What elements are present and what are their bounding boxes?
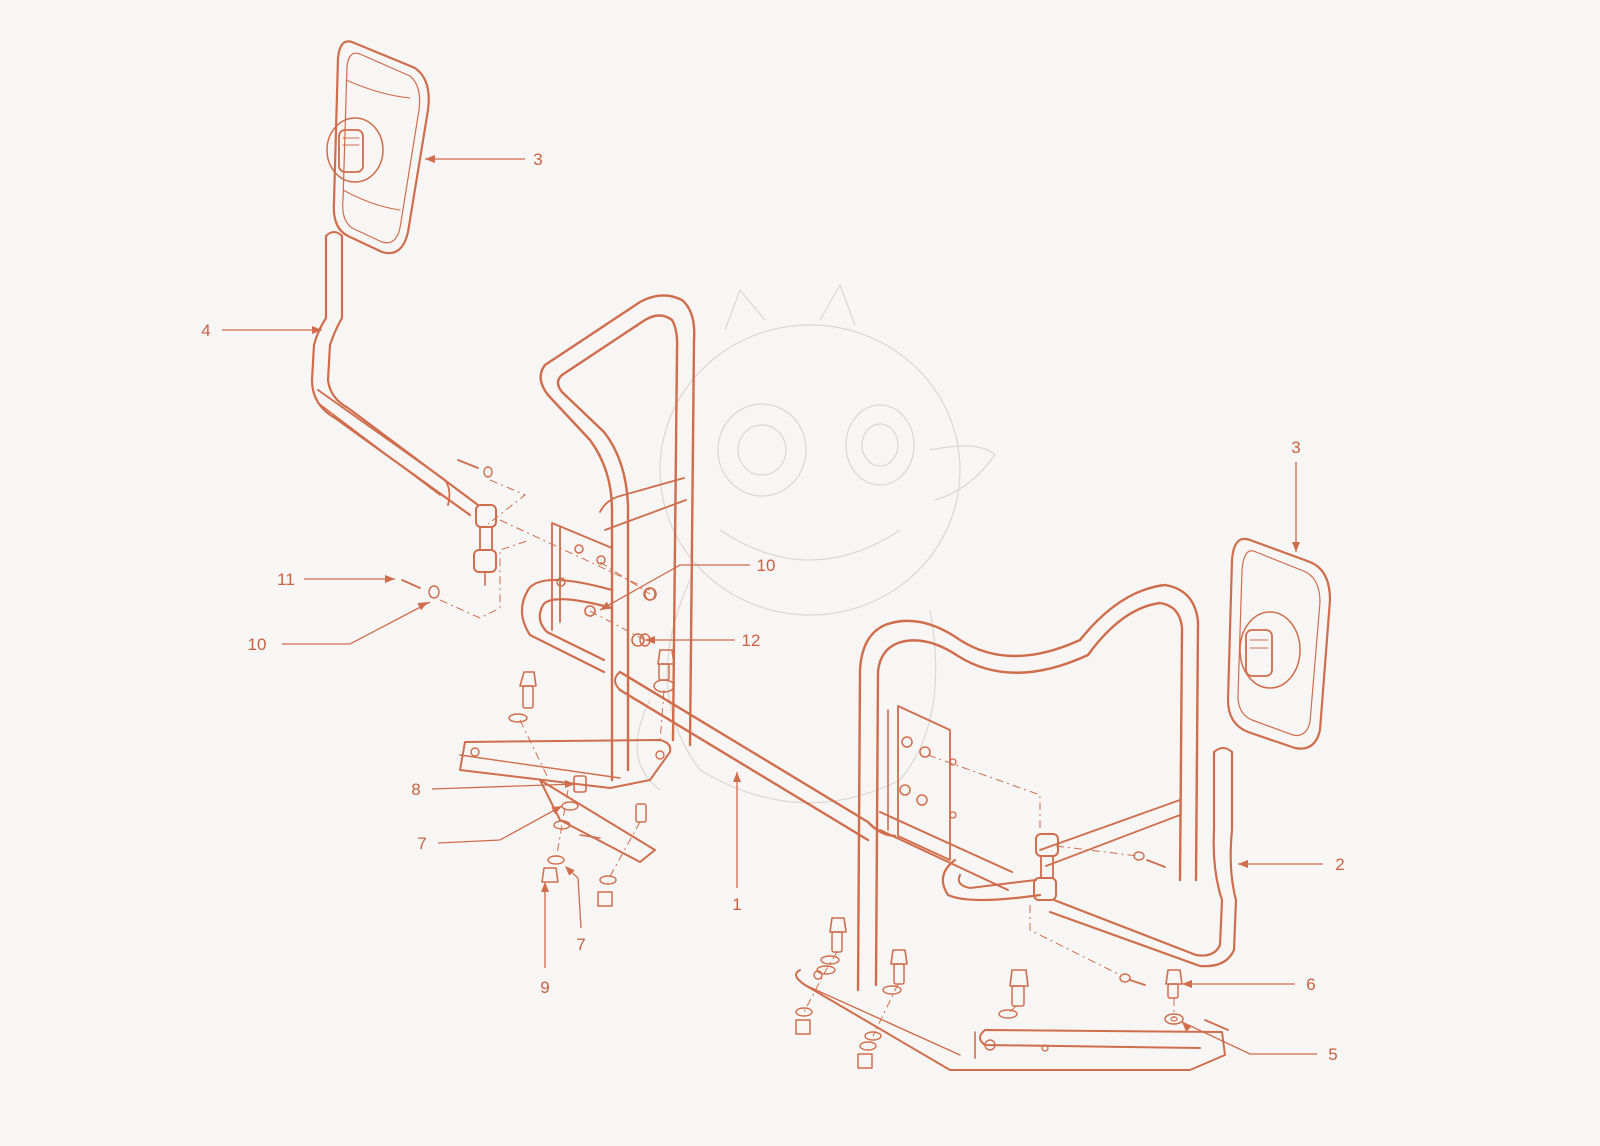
callout-label: 1 <box>732 895 741 914</box>
leader-arrowhead <box>425 155 435 163</box>
leader-line <box>566 867 582 929</box>
callout-1: 1 <box>732 772 742 914</box>
callout-label: 5 <box>1328 1045 1337 1064</box>
callout-6: 6 <box>1182 975 1316 994</box>
callout-label: 10 <box>757 556 776 575</box>
callout-label: 9 <box>540 978 549 997</box>
leader-arrowhead <box>385 575 395 583</box>
mirror-arm-right-part-2 <box>1033 747 1238 968</box>
fasteners-left <box>401 459 675 907</box>
leader-arrowhead <box>541 882 549 892</box>
leader-line <box>1181 1021 1317 1055</box>
callout-5: 5 <box>1181 1021 1338 1064</box>
callout-label: 11 <box>277 570 295 589</box>
leader-arrowhead <box>551 806 562 815</box>
mirror-right-part-3 <box>1226 537 1332 750</box>
callout-10: 10 <box>599 556 776 611</box>
callout-label: 3 <box>1291 438 1300 457</box>
fasteners-right <box>795 851 1184 1069</box>
leader-arrowhead <box>312 326 322 334</box>
mirror-arm-left-part-4 <box>310 231 497 586</box>
callout-7: 7 <box>417 805 563 853</box>
leader-arrowhead <box>1238 860 1248 868</box>
callout-10: 10 <box>248 601 431 654</box>
callout-label: 4 <box>201 321 210 340</box>
mirror-left-part-3 <box>326 40 430 255</box>
leader-arrowhead <box>1182 980 1192 988</box>
leader-line <box>599 564 750 611</box>
base-plate-left <box>459 739 672 863</box>
callout-8: 8 <box>411 780 576 799</box>
frame-right <box>856 583 1200 992</box>
leader-arrowhead <box>565 866 575 876</box>
leader-arrowhead <box>417 602 428 611</box>
leader-line <box>282 601 431 645</box>
leader-line <box>437 805 563 844</box>
callout-2: 2 <box>1238 855 1345 874</box>
watermark-illustration <box>636 283 996 804</box>
callout-11: 11 <box>277 570 395 589</box>
callout-label: 8 <box>411 780 420 799</box>
callout-7: 7 <box>565 866 586 954</box>
callout-label: 2 <box>1335 855 1344 874</box>
leader-arrowhead <box>600 601 611 610</box>
leader-line <box>431 783 576 790</box>
callout-label: 7 <box>576 935 585 954</box>
callout-12: 12 <box>645 631 760 650</box>
callout-label: 6 <box>1306 975 1315 994</box>
frame-left-part-1 <box>520 294 897 842</box>
leader-arrowhead <box>645 636 655 644</box>
callout-9: 9 <box>540 882 550 997</box>
leader-arrowhead <box>733 772 741 782</box>
callout-label: 12 <box>742 631 761 650</box>
callout-label: 7 <box>417 834 426 853</box>
assembly-centerlines <box>439 479 1175 1037</box>
callout-3: 3 <box>1291 438 1301 552</box>
callout-layer: 3 4 11 10 10 12 8 7 7 9 1 3 2 6 5 <box>201 150 1344 1064</box>
callout-label: 3 <box>533 150 542 169</box>
callout-label: 10 <box>248 635 267 654</box>
callout-4: 4 <box>201 321 322 340</box>
callout-3: 3 <box>425 150 543 169</box>
base-plate-right <box>795 969 1229 1071</box>
leader-arrowhead <box>1292 542 1300 552</box>
leader-arrowhead <box>1182 1022 1192 1032</box>
leader-arrowhead <box>565 780 575 788</box>
